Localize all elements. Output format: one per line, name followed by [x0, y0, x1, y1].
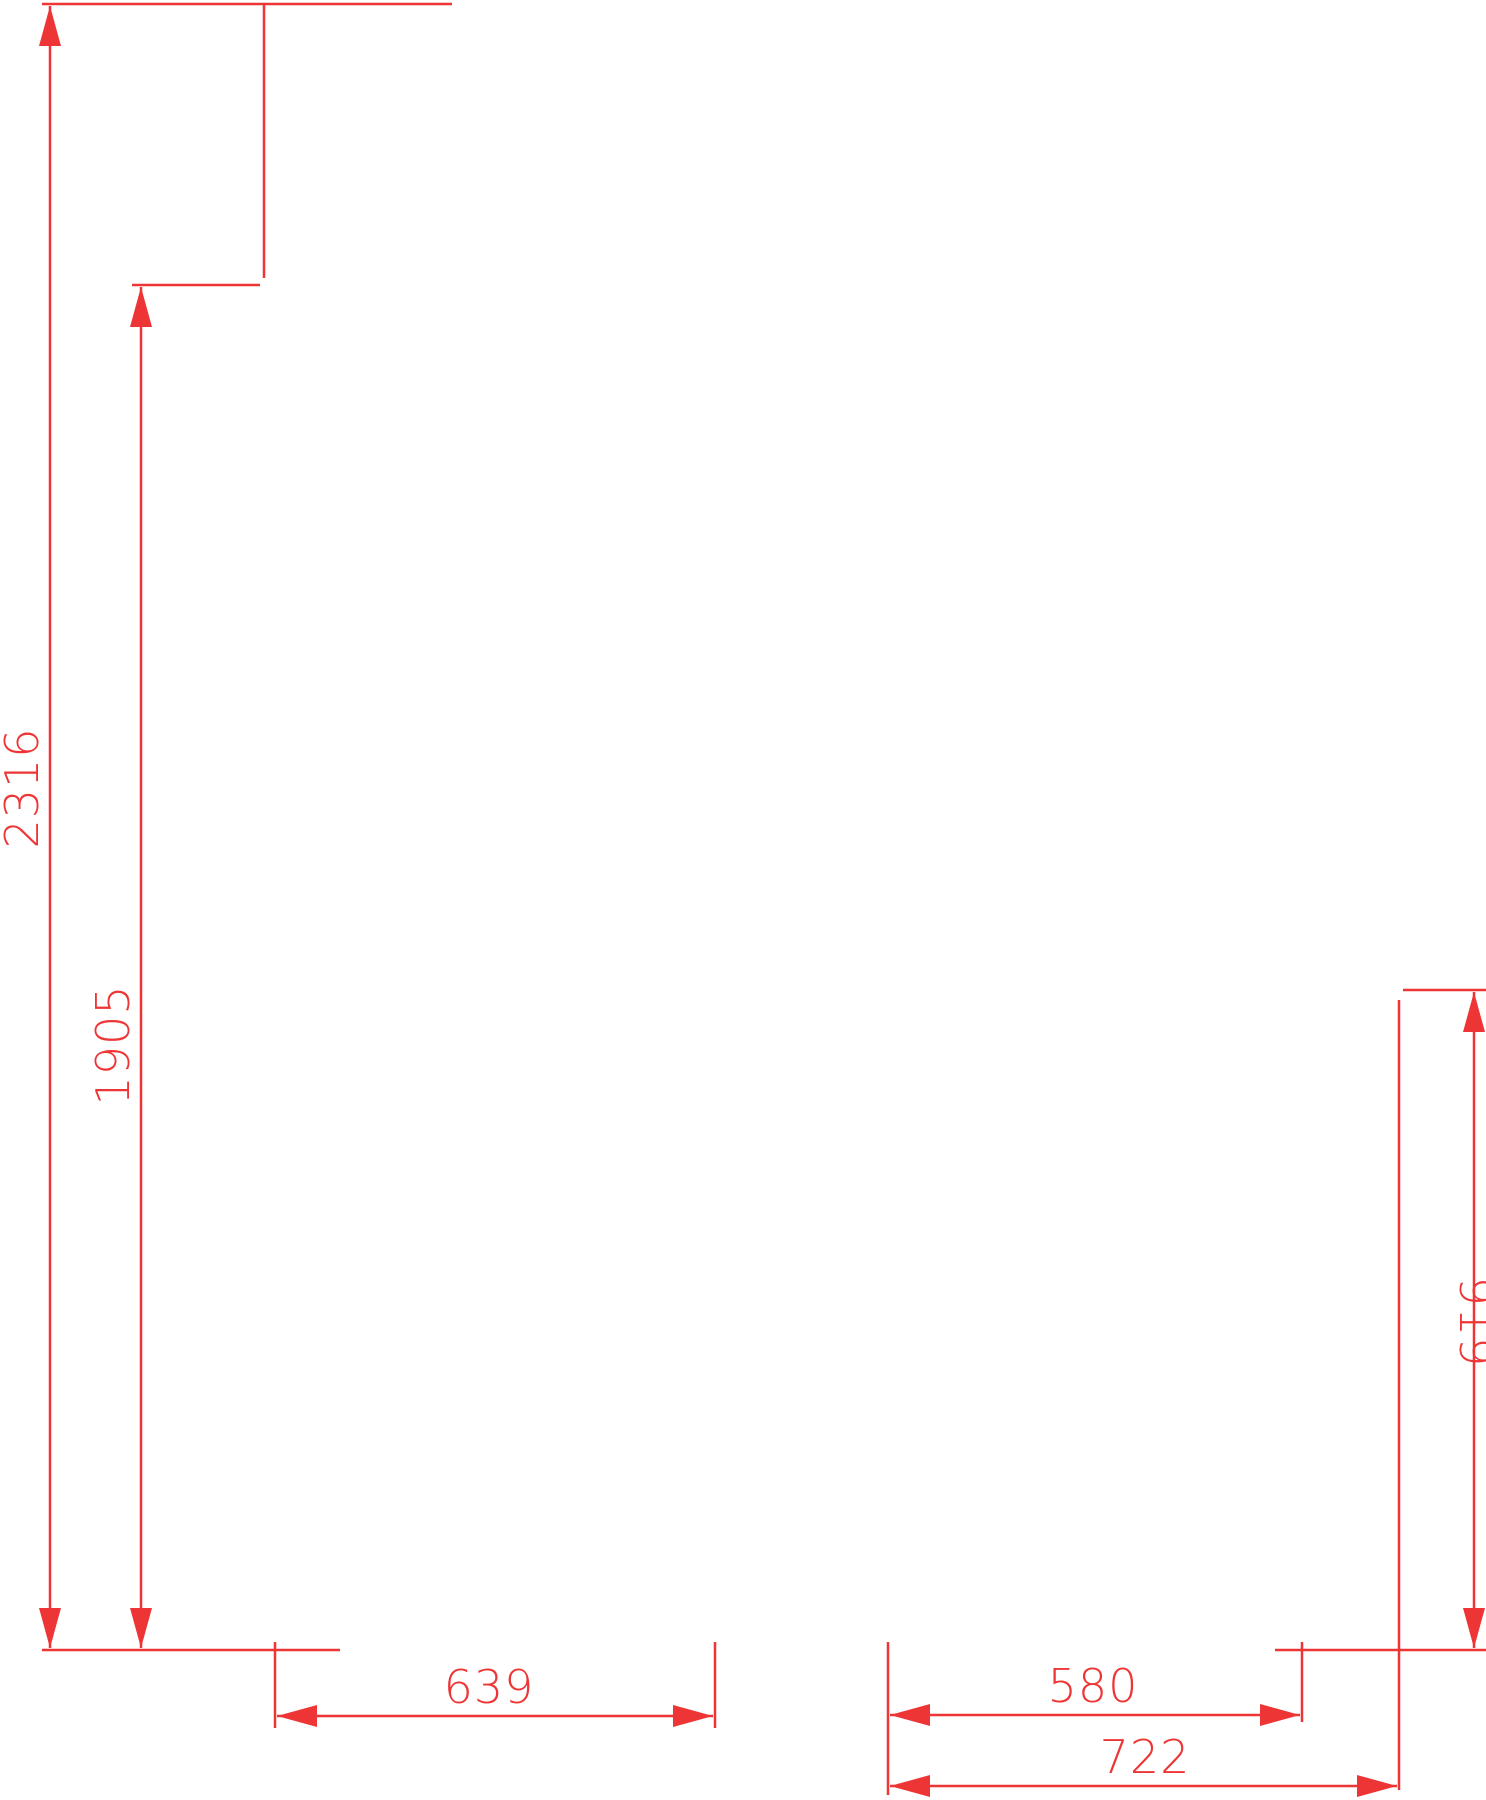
dim-label-2316: 2316 — [0, 727, 49, 848]
dim-label-1905: 1905 — [86, 984, 140, 1105]
dim-label-722: 722 — [1100, 1730, 1191, 1784]
dim-label-639: 639 — [444, 1660, 535, 1714]
dim-label-580: 580 — [1048, 1659, 1139, 1713]
dim-label-919: 919 — [1449, 1277, 1486, 1368]
